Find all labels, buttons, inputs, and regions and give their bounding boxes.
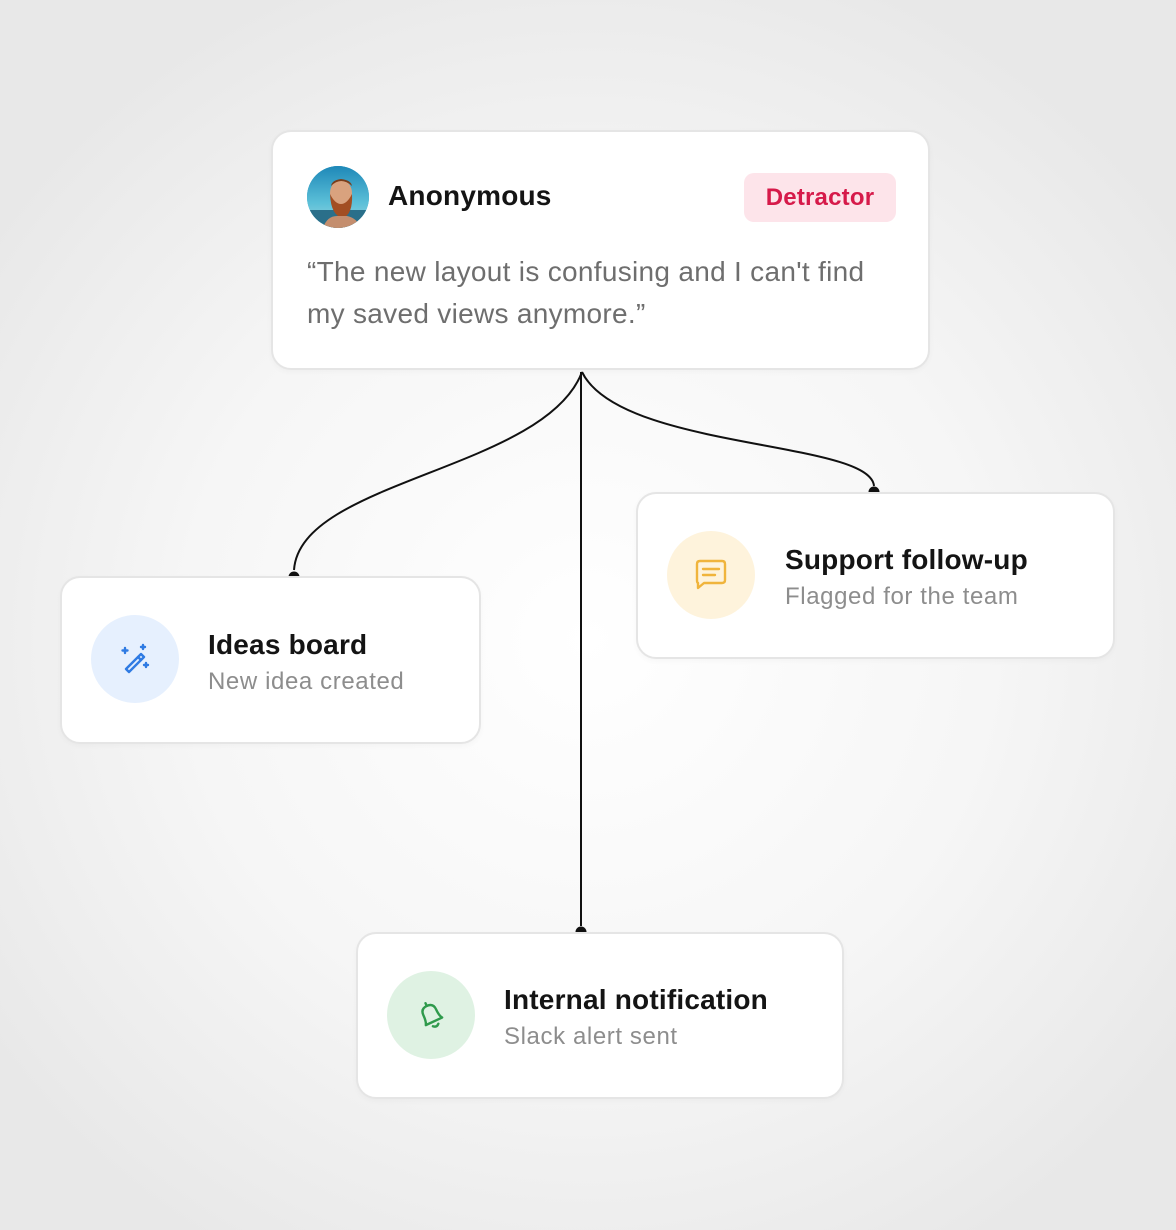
message-icon <box>667 531 755 619</box>
internal-notification-card[interactable]: Internal notification Slack alert sent <box>356 932 844 1099</box>
connector-to-support <box>581 371 875 487</box>
feedback-quote: “The new layout is confusing and I can't… <box>307 256 865 329</box>
support-follow-up-subtitle: Flagged for the team <box>785 583 1019 610</box>
feedback-card[interactable]: Anonymous Detractor “The new layout is c… <box>271 130 930 370</box>
bell-icon <box>387 971 475 1059</box>
sentiment-badge: Detractor <box>744 173 896 222</box>
ideas-board-title: Ideas board <box>208 629 368 660</box>
ideas-board-subtitle: New idea created <box>208 668 405 695</box>
internal-notification-title: Internal notification <box>504 984 768 1015</box>
magic-wand-icon <box>91 615 179 703</box>
connector-to-ideas <box>293 371 583 571</box>
avatar <box>307 166 369 228</box>
support-follow-up-title: Support follow-up <box>785 544 1028 575</box>
support-follow-up-card[interactable]: Support follow-up Flagged for the team <box>636 492 1115 659</box>
author-name: Anonymous <box>388 180 552 211</box>
internal-notification-subtitle: Slack alert sent <box>504 1023 678 1050</box>
ideas-board-card[interactable]: Ideas board New idea created <box>60 576 481 744</box>
